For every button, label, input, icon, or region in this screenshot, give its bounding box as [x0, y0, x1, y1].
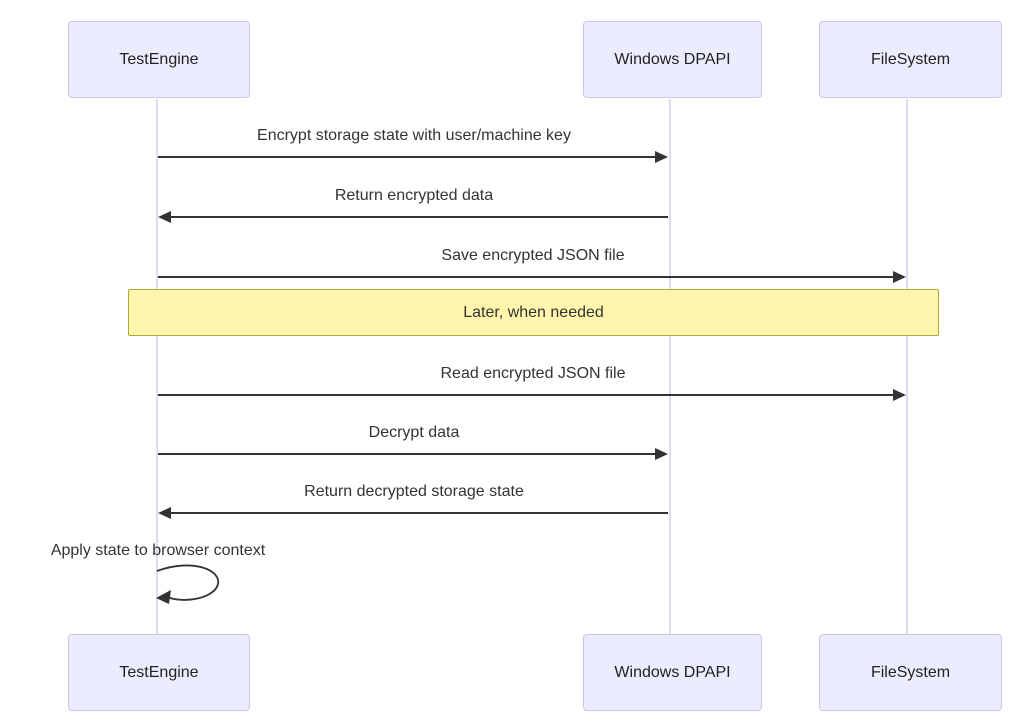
note-label: Later, when needed [463, 303, 604, 321]
message-label: Read encrypted JSON file [440, 365, 626, 382]
actor-top-testengine: TestEngine [68, 21, 250, 98]
message-arrow [158, 151, 668, 163]
self-loop-arrow [156, 564, 219, 604]
actor-label: Windows DPAPI [614, 50, 731, 68]
actor-label: FileSystem [870, 50, 951, 68]
message-label: Return decrypted storage state [304, 483, 524, 500]
actor-bottom-testengine: TestEngine [68, 634, 250, 711]
message-arrow [158, 211, 668, 223]
actor-bottom-windows-dpapi: Windows DPAPI [583, 634, 762, 711]
note-later-when-needed: Later, when needed [128, 289, 939, 336]
actor-bottom-filesystem: FileSystem [819, 634, 1002, 711]
message-label: Decrypt data [368, 424, 460, 441]
message-arrow [158, 271, 906, 283]
actor-top-filesystem: FileSystem [819, 21, 1002, 98]
actor-label: TestEngine [119, 50, 199, 68]
actor-top-windows-dpapi: Windows DPAPI [583, 21, 762, 98]
message-arrow [158, 389, 906, 401]
actor-label: TestEngine [119, 663, 199, 681]
message-label: Apply state to browser context [50, 542, 266, 559]
message-label: Save encrypted JSON file [441, 247, 625, 264]
actor-label: Windows DPAPI [614, 663, 731, 681]
lifeline-testengine [156, 99, 158, 634]
lifeline-filesystem [906, 99, 908, 634]
actor-label: FileSystem [870, 663, 951, 681]
message-label: Return encrypted data [334, 187, 494, 204]
lifeline-windows-dpapi [669, 99, 671, 634]
message-arrow [158, 448, 668, 460]
message-arrow [158, 507, 668, 519]
message-label: Encrypt storage state with user/machine … [257, 127, 571, 144]
